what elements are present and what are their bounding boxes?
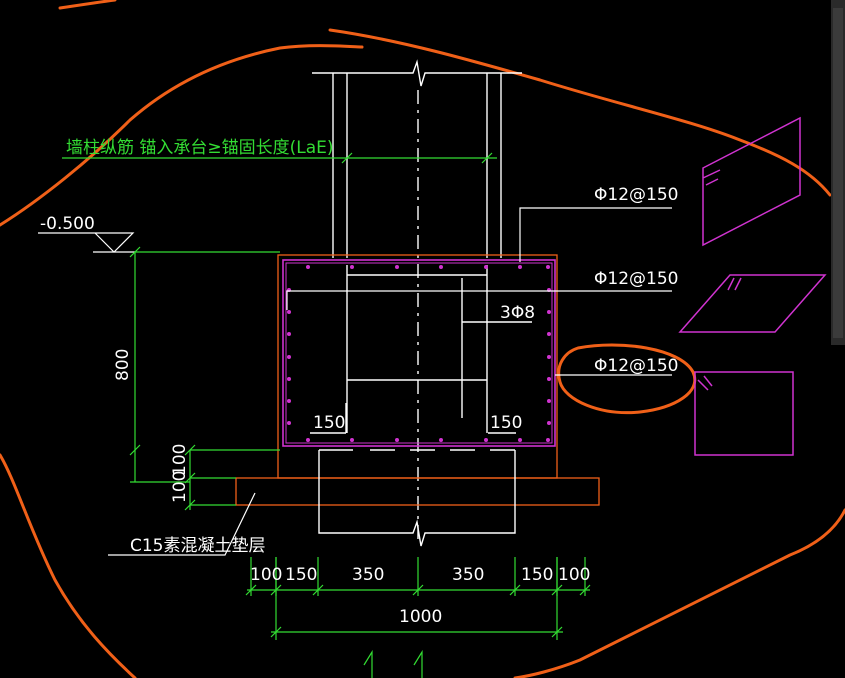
dim-label-1: 100 [250, 565, 282, 585]
wall-top-break-line [312, 59, 522, 87]
dim-tick [312, 584, 324, 596]
rebar-dot [518, 438, 522, 442]
section-mark-2 [413, 649, 423, 678]
rebar-dot [547, 421, 551, 425]
markup-curve-top-right [328, 28, 832, 197]
dim-tick [245, 584, 257, 596]
rebar-dot [518, 265, 522, 269]
rebar-dot [350, 265, 354, 269]
rebar-dot [547, 399, 551, 403]
dim-label-3: 350 [352, 565, 384, 585]
elevation-text: -0.500 [40, 214, 95, 234]
rebar-side-label: Φ12@150 [594, 356, 678, 376]
dim-label-5: 150 [521, 565, 553, 585]
rebar-dot [395, 438, 399, 442]
rebar-middle-label: Φ12@150 [594, 269, 678, 289]
rebar-dot [306, 265, 310, 269]
dim-tick [509, 584, 521, 596]
rebar-dot [306, 438, 310, 442]
rebar-dot [546, 438, 550, 442]
wall-note-text: 墙柱纵筋 锚入承台≥锚固长度(LaE) [66, 138, 334, 158]
vertical-scrollbar[interactable] [831, 0, 845, 345]
dim-label-2: 150 [285, 565, 317, 585]
rebar-dot [546, 265, 550, 269]
wall-column [310, 59, 532, 545]
magenta-detail-icons [678, 116, 827, 456]
rebar-dot [439, 438, 443, 442]
pad-label: C15素混凝土垫层 [130, 536, 266, 556]
cover-right-label: 150 [490, 413, 522, 433]
pile-cap [235, 254, 600, 506]
total-width-label: 1000 [399, 607, 442, 627]
rebar-shape-icon-2 [678, 274, 827, 333]
concrete-pad-outline [235, 477, 600, 506]
rebar-dot [547, 355, 551, 359]
rebar-dot [287, 399, 291, 403]
lower-column [318, 449, 516, 547]
leader-middle-rebar [286, 290, 672, 310]
rebar-dot [484, 265, 488, 269]
dimension-lines [62, 152, 591, 678]
rebar-dot [439, 265, 443, 269]
rebar-dot [287, 332, 291, 336]
dim-label-4: 350 [452, 565, 484, 585]
rebar-dot [287, 421, 291, 425]
markup-ellipse-rebar-side [557, 343, 697, 415]
rebar-dot [547, 310, 551, 314]
rebar-dot [287, 377, 291, 381]
rebar-dot [547, 377, 551, 381]
rebar-shape-icon-3 [694, 371, 794, 456]
dim-tick [579, 584, 591, 596]
stirrup-label: 3Φ8 [500, 303, 535, 323]
elevation-symbol [38, 232, 135, 253]
leader-pad [108, 492, 256, 556]
rebar-cage-rect [282, 259, 556, 447]
rebar-dot [395, 265, 399, 269]
pad-dim-bottom-label: 100 [170, 471, 190, 503]
leader-top-rebar [519, 207, 672, 262]
rebar-dot [287, 310, 291, 314]
section-mark-1 [363, 649, 373, 678]
markup-curve-bottom-right [513, 508, 845, 678]
dim-label-6: 100 [558, 565, 590, 585]
pad-dim-top-label: 100 [170, 444, 190, 476]
rebar-leaders [38, 207, 672, 556]
bottom-dimension-labels: 100 150 350 350 150 100 [250, 565, 590, 585]
rebar-dot [547, 332, 551, 336]
markup-curve-top-left-tick [58, 0, 117, 10]
dim-tick [412, 584, 424, 596]
scrollbar-thumb[interactable] [833, 8, 843, 338]
rebar-dot [350, 438, 354, 442]
markup-curve-top [0, 44, 364, 227]
rebar-dot [484, 438, 488, 442]
height-dim-label: 800 [113, 349, 133, 381]
cover-left-label: 150 [313, 413, 345, 433]
rebar-shape-icon-1 [702, 116, 801, 247]
rebar-top-label: Φ12@150 [594, 185, 678, 205]
rebar-cage [282, 259, 556, 447]
markup-curve-left [0, 453, 137, 678]
rebar-dot [287, 355, 291, 359]
